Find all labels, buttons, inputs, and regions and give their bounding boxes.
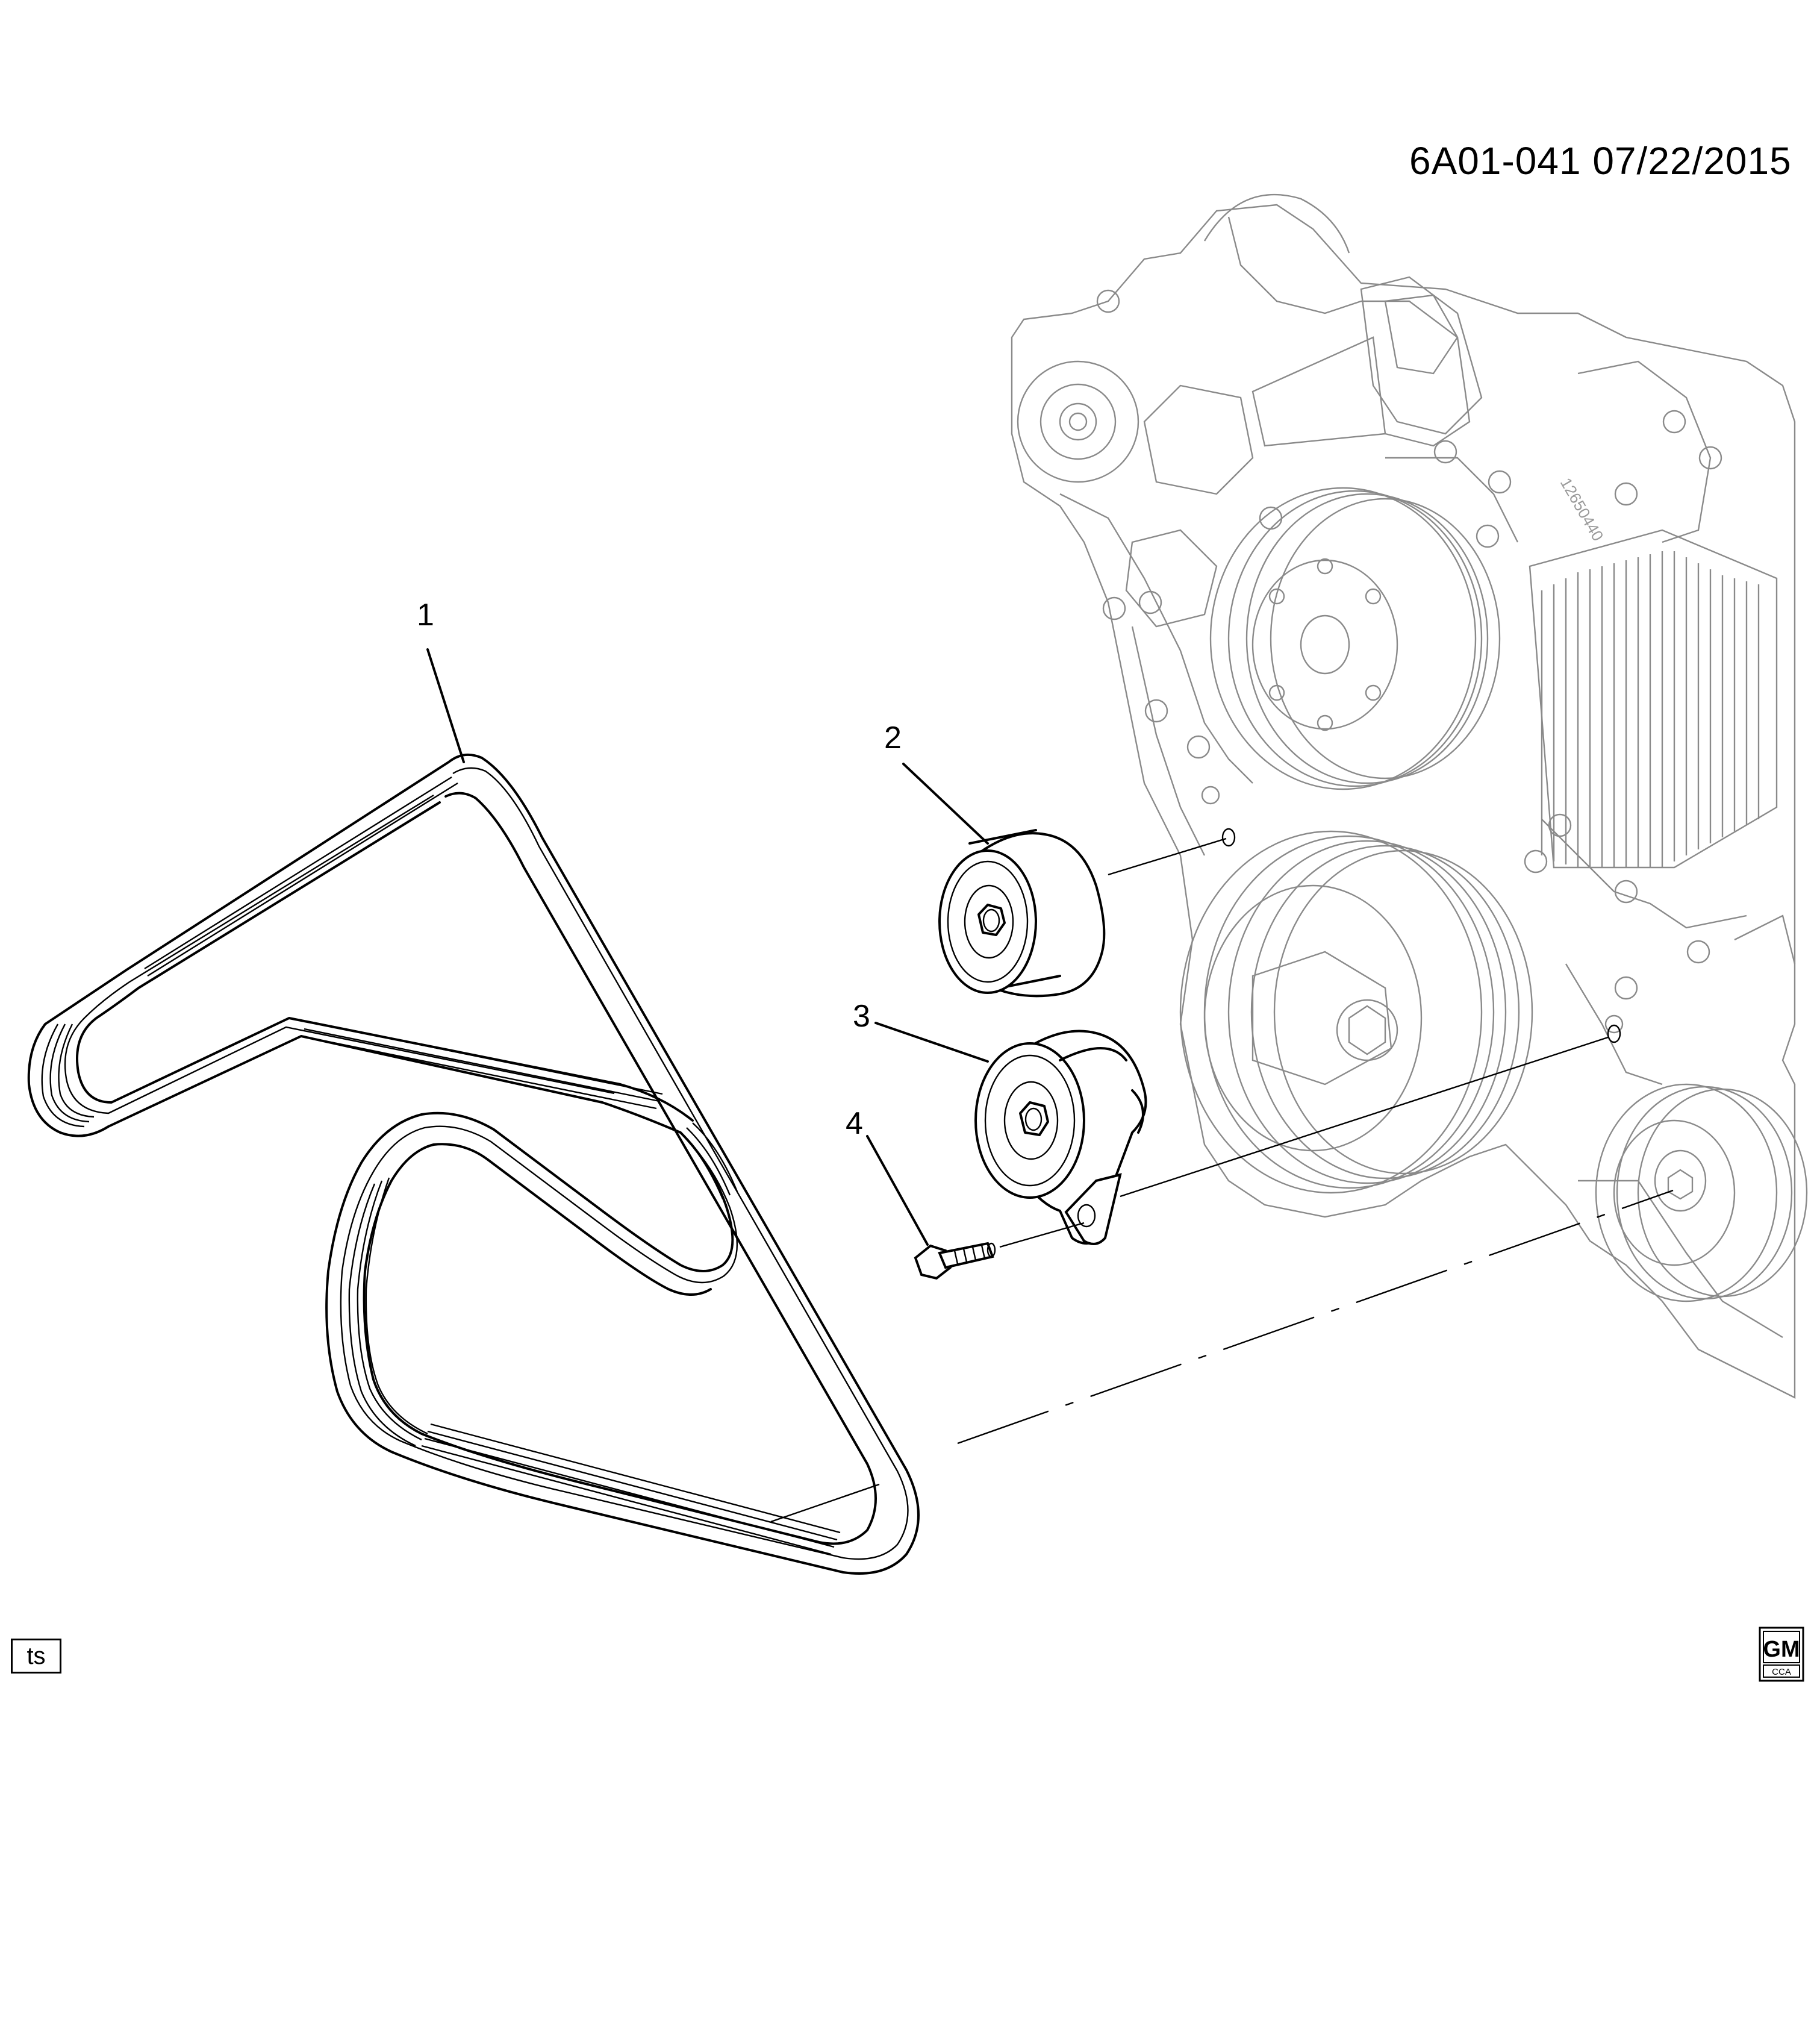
- callout-2: 2: [884, 720, 902, 755]
- gm-cca-logo: GM CCA: [1759, 1627, 1804, 1682]
- callout-4: 4: [846, 1106, 863, 1141]
- leader-lines: [426, 648, 1674, 1523]
- engine-cast-number: 12650440: [1557, 475, 1607, 544]
- document-code: 6A01-041 07/22/2015: [1409, 139, 1792, 183]
- idler-pulley: [938, 829, 1106, 998]
- gm-logo-text: GM: [1763, 1637, 1800, 1662]
- engine-front-cover: 12650440: [1011, 194, 1808, 1399]
- mounting-bolt: [914, 1242, 996, 1280]
- ts-label-box: ts: [11, 1639, 61, 1674]
- belt-tensioner: [974, 1030, 1147, 1245]
- callout-1: 1: [417, 598, 434, 633]
- serpentine-belt: [27, 753, 920, 1575]
- callout-3: 3: [853, 999, 870, 1034]
- cca-logo-text: CCA: [1772, 1667, 1791, 1677]
